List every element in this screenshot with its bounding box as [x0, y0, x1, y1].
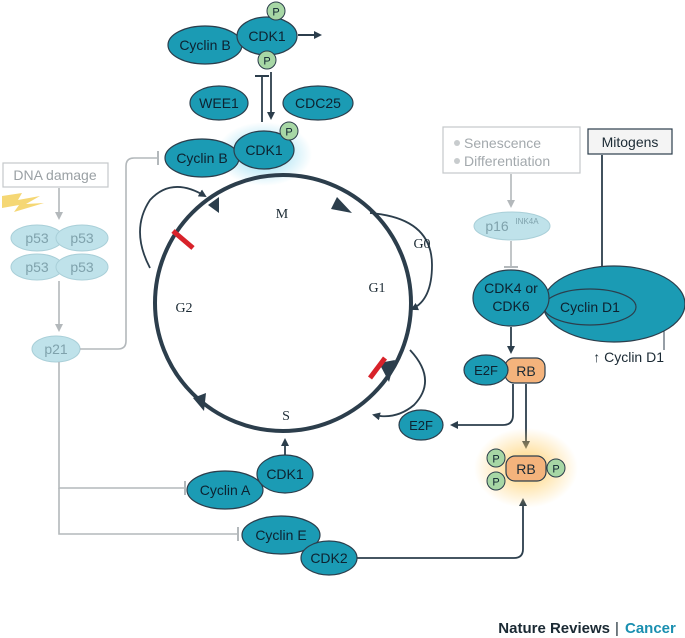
cyclind1-label: Cyclin D1 [560, 299, 620, 315]
phase-g0-label: G0 [413, 237, 430, 252]
footer-separator: | [615, 620, 619, 637]
cyclina-cdk1-node [256, 454, 314, 494]
top-phospho-lower-label: P [263, 56, 270, 68]
g2-bypass-arc [139, 186, 207, 269]
dna-damage-box [2, 162, 109, 188]
p53-label-1: p53 [25, 230, 49, 246]
g0-arc [369, 212, 433, 311]
p53-label-4: p53 [70, 259, 94, 275]
g1s-checkpoint-mark [368, 356, 387, 380]
cycle-arrow-m [331, 197, 352, 213]
rb-phospho-p3-label: P [552, 464, 559, 476]
top-phospho-lower [257, 50, 277, 70]
cyclina-node [186, 470, 264, 510]
differentiation-label: Differentiation [464, 153, 550, 169]
wee1-label: WEE1 [199, 95, 239, 111]
cycle-arrow-g1 [379, 360, 395, 382]
cyclind1-up-label: ↑ Cyclin D1 [593, 349, 664, 365]
cyclina-cdk1-label: CDK1 [266, 466, 304, 482]
p21-inhibit-cycline-line [58, 488, 238, 535]
footer: Nature Reviews | Cancer [498, 620, 676, 637]
phase-s-label: S [282, 409, 290, 424]
top-cyclinb-label: Cyclin B [179, 37, 230, 53]
phase-m-label: M [276, 207, 289, 222]
mitogen-pathway: Senescence Differentiation Mitogens p16 … [442, 126, 685, 508]
cdk46-node [472, 269, 550, 327]
e2f-free-node [398, 409, 444, 441]
mid-cdk1-label: CDK1 [245, 142, 283, 158]
mid-cdk1-node [233, 130, 295, 170]
cdc25-label: CDC25 [295, 95, 341, 111]
differentiation-bullet [454, 158, 460, 164]
e2f-release-arrow [450, 384, 514, 429]
e2f-bound-label: E2F [474, 363, 498, 378]
mid-phospho [279, 121, 299, 141]
cell-cycle: M G0 G1 S G2 [139, 173, 433, 433]
cdk2-to-rb-arrow [357, 498, 527, 559]
p53-node-4 [55, 253, 109, 281]
senescence-box [442, 126, 581, 174]
cdk2-label: CDK2 [310, 550, 348, 566]
senescence-bullet [454, 140, 460, 146]
cycline-label: Cyclin E [255, 527, 306, 543]
dna-damage-label: DNA damage [13, 167, 96, 183]
rb-phospho-p1 [486, 448, 506, 468]
mitogens-box [587, 128, 673, 155]
top-cyclinb-cdk1-complex: Cyclin B CDK1 P P [167, 1, 322, 70]
g2m-checkpoint-mark [171, 229, 195, 250]
p21-inhibit-cyclinb-line [80, 157, 158, 350]
cdk46-label-line2: CDK6 [492, 298, 530, 314]
p53-node-2 [55, 224, 109, 252]
mitogens-label: Mitogens [602, 134, 659, 150]
mid-phospho-label: P [285, 127, 292, 139]
mid-cyclinb-cdk1-complex: Cyclin B CDK1 P [164, 121, 312, 186]
e2f-free-label: E2F [409, 418, 433, 433]
rb-phospho-p1-label: P [492, 454, 499, 466]
journal-name: Nature Reviews [498, 620, 610, 637]
cdc25-node [282, 85, 354, 121]
p53-label-2: p53 [70, 230, 94, 246]
wee1-node [189, 85, 249, 121]
rb-phospho-p2 [486, 471, 506, 491]
p21-label: p21 [44, 341, 68, 357]
cycline-node [241, 515, 321, 555]
wee1-cdc25-regulation: WEE1 CDC25 [189, 72, 354, 122]
p53-label-3: p53 [25, 259, 49, 275]
top-phospho-upper-label: P [272, 7, 279, 19]
free-e2f: E2F [398, 409, 444, 441]
journal-section: Cancer [625, 620, 676, 637]
rb-label: RB [516, 363, 535, 379]
top-cdk1-label: CDK1 [248, 28, 286, 44]
top-phospho-upper [266, 1, 286, 21]
e2f-bound-node [463, 354, 509, 386]
cdk46-label-line1: CDK4 or [484, 280, 538, 296]
g1-bypass-arc [372, 349, 426, 421]
rb-phospho-node [505, 455, 547, 482]
p16-node [473, 211, 551, 241]
senescence-label: Senescence [464, 135, 541, 151]
rb-phospho-p3 [546, 458, 566, 478]
phase-g1-label: G1 [368, 281, 385, 296]
p16-label: p16 [485, 218, 509, 234]
cycline-cdk2-complex: Cyclin E CDK2 [241, 498, 527, 576]
cycle-arrow-g2 [208, 197, 219, 213]
cyclina-cdk1-complex: Cyclin A CDK1 [186, 438, 314, 510]
rb-phospho-p2-label: P [492, 477, 499, 489]
dna-damage-pathway: DNA damage p53 p53 p53 p53 p21 [2, 151, 239, 541]
p21-inhibit-cyclina-line [58, 362, 185, 489]
lightning-icon [2, 193, 44, 212]
phase-g2-label: G2 [175, 301, 192, 316]
cyclina-label: Cyclin A [200, 482, 251, 498]
mid-cyclinb-label: Cyclin B [176, 150, 227, 166]
cycle-arrow-s [193, 393, 206, 411]
rb-phospho-label: RB [516, 461, 535, 477]
p16-superscript: INK4A [515, 217, 539, 226]
